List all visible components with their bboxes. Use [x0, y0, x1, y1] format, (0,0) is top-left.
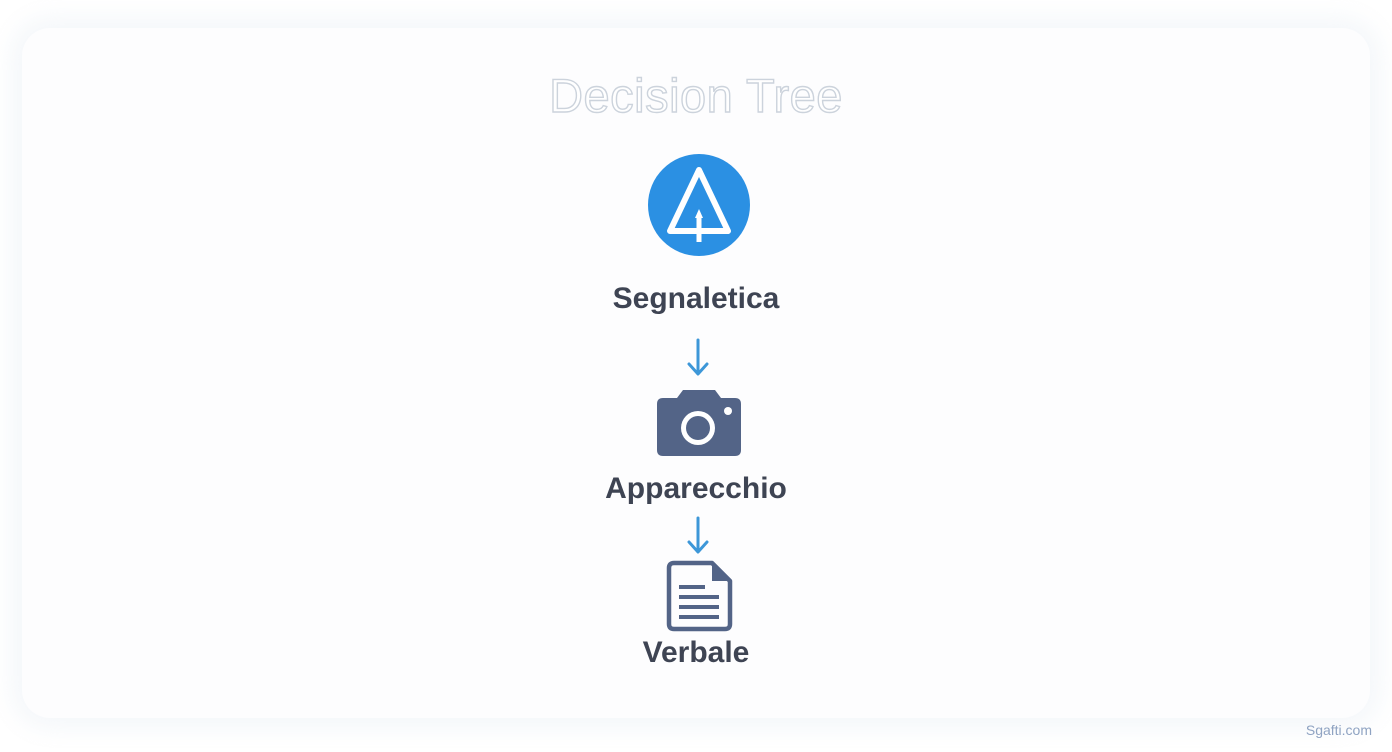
camera-icon	[657, 390, 741, 456]
node-label-segnaletica: Segnaletica	[612, 282, 780, 315]
diagram-title: Decision Tree	[548, 68, 843, 122]
arrow-down-icon	[687, 516, 709, 554]
tree-triangle-icon	[648, 154, 750, 256]
document-icon	[666, 560, 733, 632]
node-label-verbale: Verbale	[642, 636, 750, 669]
node-label-apparecchio: Apparecchio	[605, 472, 787, 505]
arrow-down-icon	[687, 338, 709, 376]
watermark: Sgafti.com	[1305, 722, 1372, 738]
